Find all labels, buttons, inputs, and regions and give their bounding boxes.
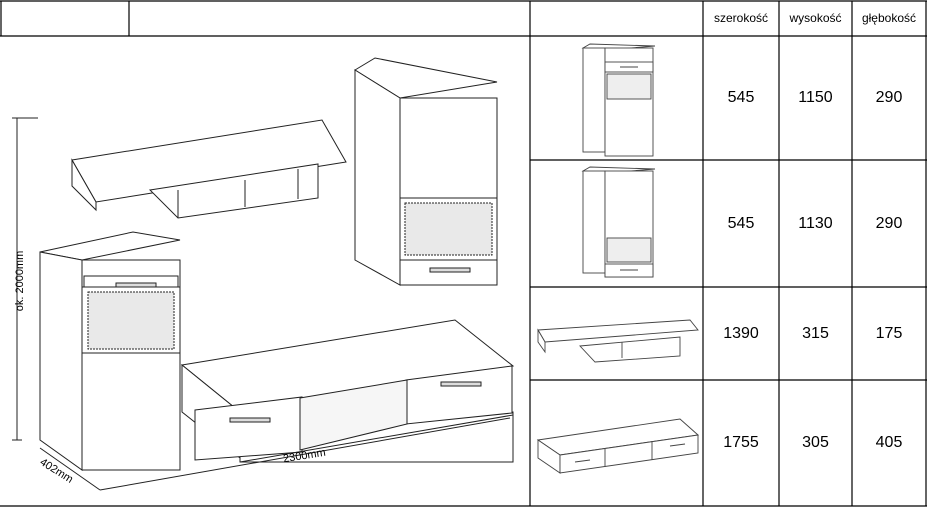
wall-cabinet-top-drawer-thumbnail xyxy=(581,43,656,157)
row-4-depth: 405 xyxy=(875,434,903,451)
row-4-height: 305 xyxy=(802,434,829,451)
row-4-width: 1755 xyxy=(723,434,759,451)
row-3-height: 315 xyxy=(802,324,829,342)
wall-cabinet-bottom-drawer-thumbnail xyxy=(581,166,656,278)
row-3-depth: 175 xyxy=(875,324,903,342)
header-cell-blank-1 xyxy=(1,0,129,36)
height-dimension-label: ok. 2000mm xyxy=(14,250,26,312)
row-3-width: 1390 xyxy=(723,324,759,342)
tv-stand-thumbnail xyxy=(536,418,700,474)
header-cell-blank-3 xyxy=(530,0,703,36)
furniture-set-drawing xyxy=(12,57,515,491)
header-depth: głębokość xyxy=(861,11,917,25)
row-1-depth: 290 xyxy=(875,89,903,106)
header-height: wysokość xyxy=(789,11,842,25)
row-2-width: 545 xyxy=(727,214,755,232)
row-1-width: 545 xyxy=(727,89,755,106)
row-2-height: 1130 xyxy=(798,214,833,232)
wall-shelf-thumbnail xyxy=(537,319,699,363)
row-2-depth: 290 xyxy=(875,214,903,232)
row-1-height: 1150 xyxy=(798,89,833,106)
header-width: szerokość xyxy=(713,11,769,25)
header-cell-blank-2 xyxy=(129,0,530,36)
